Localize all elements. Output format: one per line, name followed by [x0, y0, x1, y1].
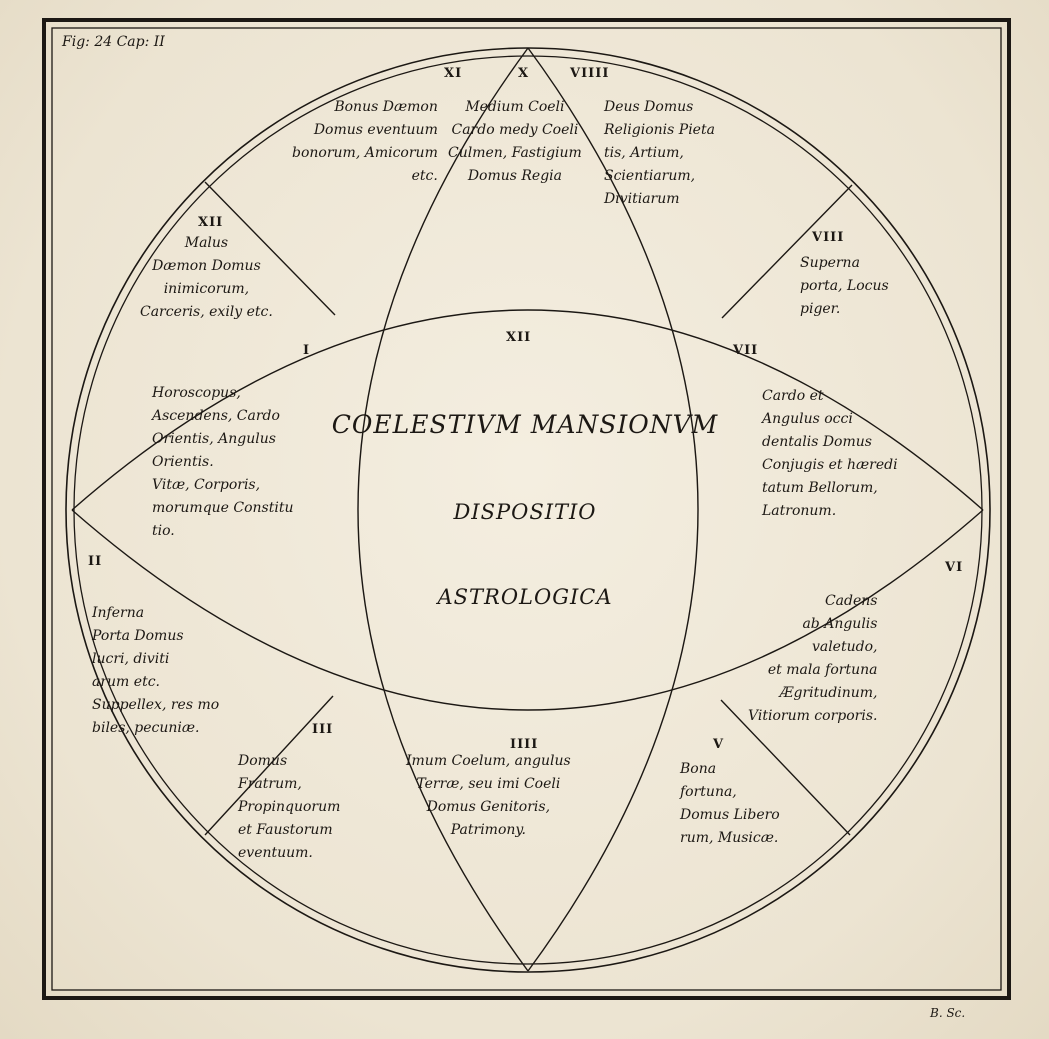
house-4-text: Imum Coelum, angulus Terræ, seu imi Coel… — [406, 753, 571, 838]
numeral-vi: VI — [945, 560, 964, 575]
horizontal-upper-arc — [71, 309, 984, 511]
numeral-i: I — [303, 343, 311, 358]
title-line-3: ASTROLOGICA — [437, 585, 613, 609]
house-7-text: Cardo et Angulus occi dentalis Domus Con… — [762, 388, 898, 519]
numeral-iiii: IIII — [510, 737, 539, 752]
numeral-x: X — [518, 66, 530, 81]
lens-left-arc — [357, 47, 529, 972]
house-10-text: Medium Coeli Cardo medy Coeli Culmen, Fa… — [448, 99, 582, 184]
numeral-ii: II — [88, 554, 103, 569]
house-5-text: Bona fortuna, Domus Libero rum, Musicæ. — [680, 761, 780, 846]
title-line-2: DISPOSITIO — [453, 500, 597, 524]
house-9-text: Deus Domus Religionis Pieta tis, Artium,… — [604, 99, 715, 207]
divider-upper-left — [204, 181, 336, 316]
figure-caption: Fig: 24 Cap: II — [62, 34, 165, 50]
engraver-mark: B. Sc. — [930, 1006, 966, 1020]
numeral-xii-center: XII — [506, 330, 532, 345]
house-6-text: Cadens ab Angulis valetudo, et mala fort… — [748, 593, 878, 724]
house-2-text: Inferna Porta Domus lucri, diviti arum e… — [92, 605, 220, 736]
house-11-text: Bonus Dæmon Domus eventuum bonorum, Amic… — [292, 99, 438, 184]
numeral-xi: XI — [444, 66, 463, 81]
house-3-text: Domus Fratrum, Propinquorum et Faustorum… — [238, 753, 341, 861]
house-1-text: Horoscopus, Ascendens, Cardo Orientis, A… — [152, 385, 294, 539]
divider-upper-right — [721, 184, 853, 319]
numeral-xii-top: XII — [198, 215, 224, 230]
lens-right-arc — [527, 47, 699, 972]
horizontal-lower-arc — [71, 509, 984, 711]
numeral-viiii: VIIII — [570, 66, 610, 81]
divider-lower-left — [204, 695, 334, 836]
house-8-text: Superna porta, Locus piger. — [800, 255, 889, 317]
numeral-vii: VII — [733, 343, 759, 358]
numeral-iii: III — [312, 722, 334, 737]
title-line-1: COELESTIVM MANSIONVM — [331, 410, 719, 439]
house-12-text: Malus Dæmon Domus inimicorum, Carceris, … — [140, 235, 273, 320]
divider-lower-right — [720, 699, 851, 836]
inner-frame — [51, 27, 1002, 991]
outer-frame — [42, 18, 1011, 1000]
numeral-v: V — [713, 737, 725, 752]
numeral-viii: VIII — [812, 230, 845, 245]
